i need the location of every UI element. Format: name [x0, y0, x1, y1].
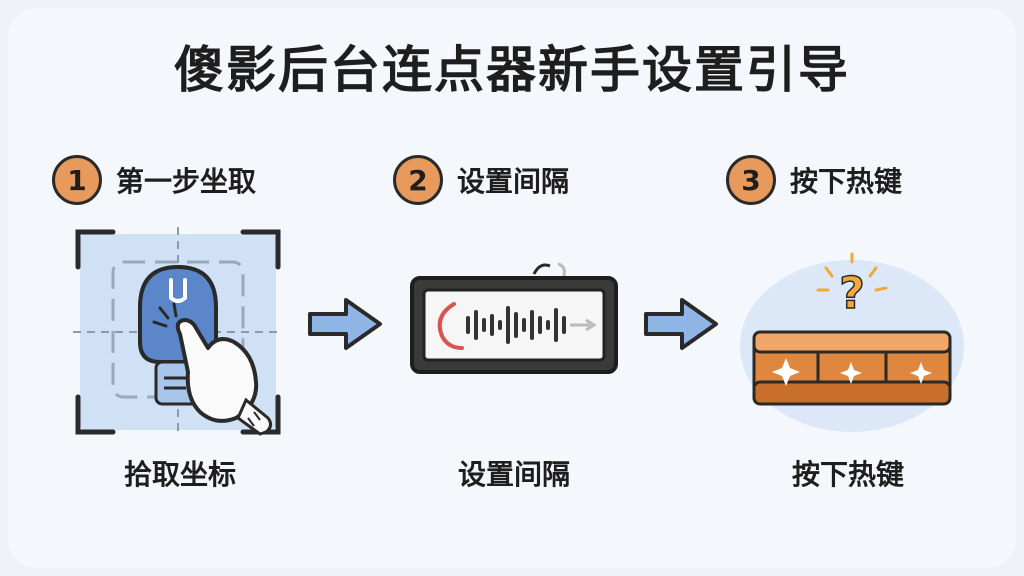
- step-3-caption: 按下热键: [791, 458, 904, 491]
- pointer-click-icon: [73, 227, 283, 437]
- arrow-right-icon: [308, 298, 382, 350]
- svg-text:?: ?: [839, 268, 865, 319]
- step-3-title: 按下热键: [790, 165, 903, 198]
- step-3-header: 3 按下热键: [726, 152, 902, 208]
- step-1-badge: 1: [52, 155, 102, 205]
- step-2-caption: 设置间隔: [457, 458, 570, 491]
- page-title: 傻影后台连点器新手设置引导: [174, 41, 850, 99]
- step-3-badge: 3: [726, 155, 776, 205]
- step-1-caption: 拾取坐标: [123, 458, 236, 491]
- step-2-header: 2 设置间隔: [393, 152, 569, 208]
- step-1-header: 1 第一步坐取: [52, 152, 256, 208]
- step-2-badge: 2: [393, 155, 443, 205]
- step-1-title: 第一步坐取: [116, 165, 257, 198]
- step-2-title: 设置间隔: [457, 165, 570, 198]
- interval-waveform-icon: [410, 262, 618, 374]
- arrow-right-icon: [644, 298, 718, 350]
- hotkey-keyboard-icon: ?: [740, 252, 964, 432]
